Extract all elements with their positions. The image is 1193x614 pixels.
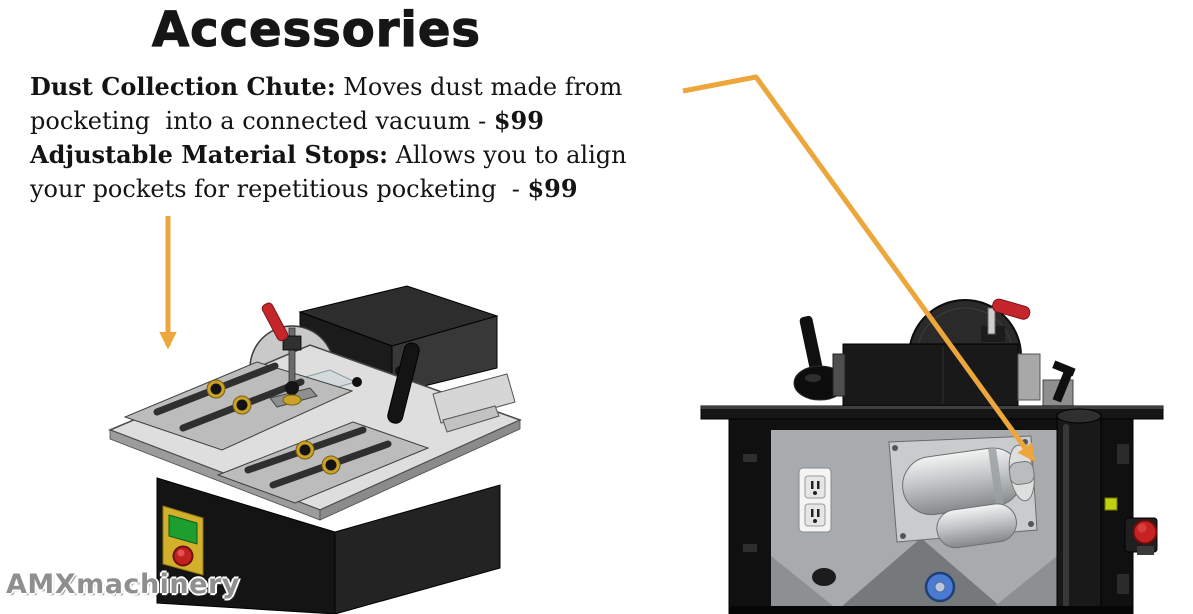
stop-bracket (1042, 360, 1076, 407)
access-hole (812, 568, 836, 586)
accessory-price: $99 (527, 174, 578, 203)
description-text: Moves dust made from (335, 73, 623, 101)
watermark-logo: AMXmachinery (6, 569, 240, 600)
emergency-stop-button (1124, 517, 1158, 555)
material-stop-plate-front (216, 421, 430, 504)
start-stop-buttons (162, 505, 204, 576)
accessory-price: $99 (493, 106, 544, 135)
description-line: Dust Collection Chute: Moves dust made f… (30, 70, 627, 104)
description-text: pocketing into a connected vacuum - (30, 107, 494, 135)
hinge (1117, 444, 1129, 464)
machine-cabinet (156, 477, 501, 614)
page-title: Accessories (151, 1, 481, 58)
hinge (743, 544, 757, 552)
toggle-clamp (261, 302, 318, 408)
interior-shadow (985, 556, 1057, 614)
description-line: Adjustable Material Stops: Allows you to… (30, 138, 627, 172)
hinge (1117, 574, 1129, 594)
lever-bracket (442, 405, 500, 433)
description-line: your pockets for repetitious pocketing -… (30, 172, 627, 206)
machine-front-view-figure (693, 294, 1168, 614)
accessory-name-dust-chute: Dust Collection Chute: (30, 72, 336, 101)
power-indicator (1104, 497, 1118, 511)
stand-legs (833, 538, 1009, 614)
motor-housing (832, 343, 1041, 408)
motor-housing (298, 285, 499, 395)
description-text: Allows you to align (388, 141, 627, 169)
dust-chute-tube (1056, 408, 1102, 614)
interior-shadow (771, 556, 843, 614)
fence-knob (352, 377, 362, 387)
belt-pulley (924, 571, 956, 603)
machine-table (107, 344, 523, 521)
power-outlet (798, 467, 832, 533)
right-extension-plate (432, 373, 516, 424)
lever-handle (387, 342, 420, 424)
machine-isometric-figure (95, 270, 525, 614)
stop-button (172, 545, 194, 567)
base-frame (729, 606, 1133, 614)
accessories-description: Dust Collection Chute: Moves dust made f… (30, 70, 627, 206)
hinge (743, 454, 757, 462)
start-button (168, 514, 198, 545)
description-line: pocketing into a connected vacuum - $99 (30, 104, 627, 138)
accessory-name-material-stops: Adjustable Material Stops: (30, 140, 389, 169)
description-text: your pockets for repetitious pocketing - (30, 175, 528, 203)
